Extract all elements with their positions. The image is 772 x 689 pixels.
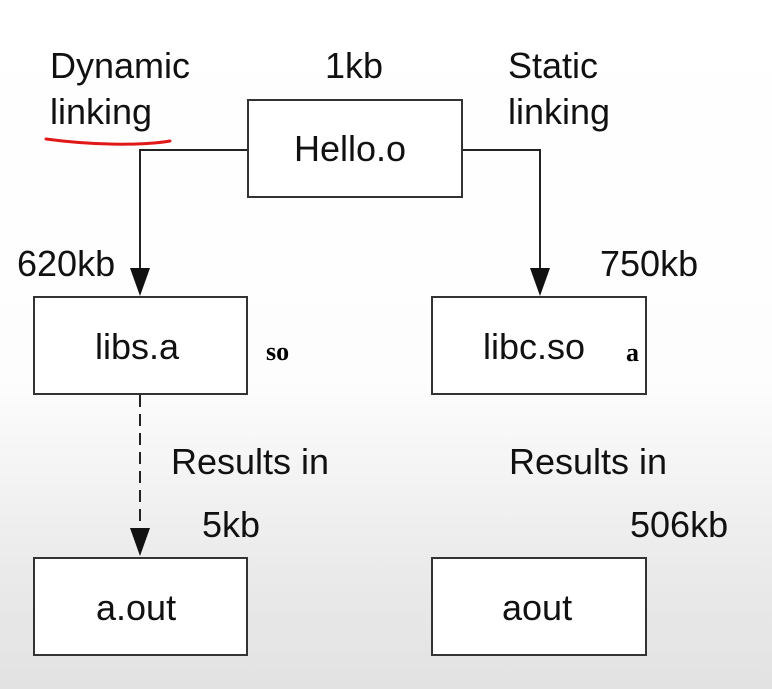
- object-size-label: 1kb: [325, 45, 384, 86]
- left-library-label: libs.a: [95, 326, 180, 367]
- dynamic-linking-label-line2: linking: [50, 91, 153, 132]
- lower-arrowhead: [130, 528, 150, 556]
- right-output-label: aout: [502, 587, 573, 628]
- right-results-label: Results in: [509, 441, 668, 482]
- right-result-size: 506kb: [630, 504, 729, 545]
- hello-object-label: Hello.o: [294, 128, 407, 169]
- left-library-box: libs.a: [33, 296, 248, 395]
- right-arrowhead: [530, 268, 550, 296]
- left-results-label: Results in: [171, 441, 330, 482]
- left-arrowhead: [130, 268, 150, 296]
- right-handwritten-annotation: a: [626, 338, 639, 367]
- dynamic-linking-label-line1: Dynamic: [50, 45, 191, 86]
- right-library-size: 750kb: [600, 243, 699, 284]
- left-handwritten-annotation: so: [266, 337, 290, 366]
- right-output-box: aout: [431, 557, 647, 656]
- left-connector-line: [139, 149, 248, 270]
- red-underline-linking: [44, 137, 172, 146]
- hello-object-box: Hello.o: [247, 99, 463, 198]
- left-output-label: a.out: [96, 587, 177, 628]
- static-linking-label-line1: Static: [508, 45, 599, 86]
- left-output-box: a.out: [33, 557, 248, 656]
- static-linking-label-line2: linking: [508, 91, 611, 132]
- left-result-size: 5kb: [202, 504, 261, 545]
- right-library-label: libc.so: [483, 326, 586, 367]
- left-library-size: 620kb: [17, 243, 116, 284]
- right-connector-line: [462, 149, 541, 270]
- right-library-box: libc.so a: [431, 296, 647, 395]
